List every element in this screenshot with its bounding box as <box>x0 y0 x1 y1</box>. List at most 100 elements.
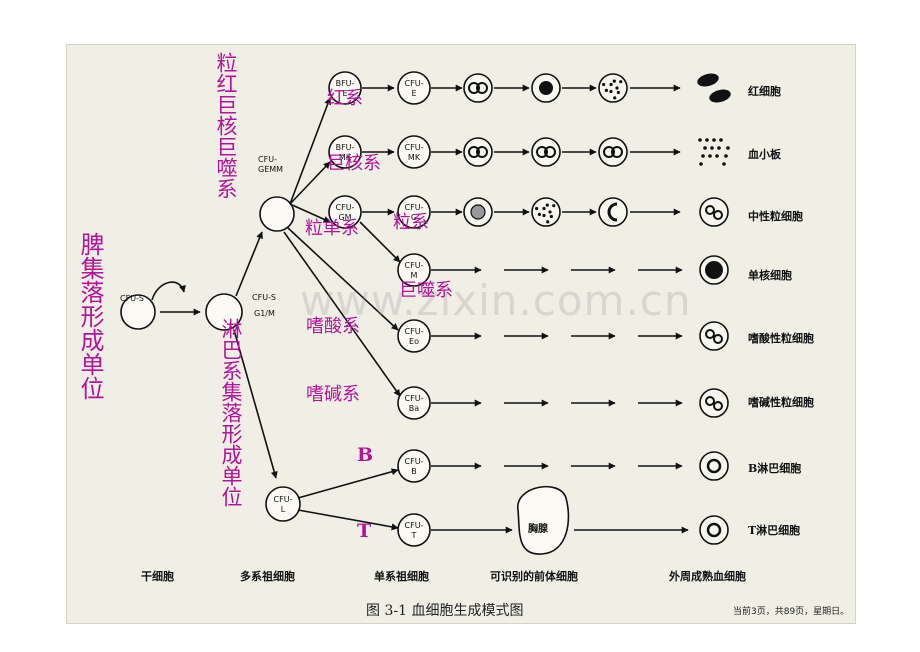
precursor-erythroid-1-lobe <box>476 82 488 94</box>
precursor-granulocyte-3-nucleus <box>607 202 618 222</box>
precursor-megakaryocyte-2-lobe <box>544 146 556 158</box>
stage-multipotent-progenitor: 多系祖细胞 <box>240 570 295 583</box>
mature-platelet <box>698 138 702 142</box>
precursor-granulocyte-2-granule <box>542 213 546 218</box>
precursor-granulocyte-2-granule <box>535 206 539 211</box>
node-b-lymph-progenitor-label: CFU-B <box>405 457 424 476</box>
cell-name-t-lymphocyte: T淋巴细胞 <box>748 524 801 537</box>
precursor-granulocyte-2-granule <box>549 214 553 219</box>
self-renewal-arrow <box>151 281 186 301</box>
node-eosinophil-progenitor <box>397 319 431 353</box>
node-erythroid-burst-label: BFU-E <box>336 79 355 98</box>
node-granulocyte-burst <box>328 195 362 229</box>
precursor-erythroid-3-granule <box>612 79 616 83</box>
node-granulocyte-burst-label: CFU-GM <box>336 203 355 222</box>
mature-platelet <box>710 146 714 150</box>
precursor-granulocyte-2-granule <box>537 212 542 216</box>
mature-b-lymph-nucleus <box>706 458 722 474</box>
arrow-gemm-to-granulocyte <box>289 203 331 223</box>
page-note: 当前3页，共89页，星期日。 <box>733 607 850 617</box>
overlay-t: T <box>357 520 372 542</box>
overlay-eosinophil: 嗜酸系 <box>306 316 360 337</box>
precursor-granulocyte-2-granule <box>548 210 552 214</box>
node-erythroid-burst <box>328 71 362 105</box>
node-cfu-s-1-text: CFU-S <box>120 294 144 303</box>
thymus-label: 胸腺 <box>528 522 549 535</box>
arrow-l-to-t <box>297 509 399 531</box>
watermark-text: www.zixin.com.cn <box>300 276 692 325</box>
precursor-granulocyte-2-granule <box>546 220 550 224</box>
node-granulocyte-progenitor-label: CFU-G <box>405 203 424 222</box>
overlay-erythroid: 红系 <box>327 88 363 109</box>
overlay-basophil: 嗜碱系 <box>306 384 360 405</box>
node-granulocyte-progenitor <box>397 195 431 229</box>
node-basophil-progenitor <box>397 386 431 420</box>
mature-platelet <box>719 138 723 142</box>
arrow-gemm-to-erythroid <box>289 97 332 205</box>
overlay-granulocyte: 粒系 <box>393 212 429 233</box>
node-erythroid-progenitor <box>397 71 431 105</box>
arrow-l-to-b <box>297 468 399 499</box>
node-erythroid-progenitor-label: CFU-E <box>405 79 424 98</box>
node-eosinophil-progenitor-label: CFU-Eo <box>405 327 424 346</box>
overlay-gemm-lineage: 粒红巨核巨噬系 <box>214 52 238 199</box>
precursor-erythroid-3 <box>598 73 628 103</box>
node-t-lymph-progenitor-label: CFU-T <box>405 521 424 540</box>
precursor-megakaryocyte-1-lobe <box>476 146 488 158</box>
stage-unipotent-progenitor: 单系祖细胞 <box>374 570 429 583</box>
precursor-erythroid-3-granule <box>604 88 609 92</box>
mature-platelet <box>712 138 716 142</box>
mature-platelet <box>705 138 709 142</box>
overlay-spleen-colony: 脾集落形成单位 <box>76 232 104 400</box>
cell-name-platelet: 血小板 <box>748 148 781 161</box>
cell-name-eosinophil: 嗜酸性粒细胞 <box>748 332 814 345</box>
node-megakaryocyte-progenitor <box>397 135 431 169</box>
arrow-gemm-to-megakaryocyte <box>289 161 331 205</box>
precursor-granulocyte-2-granule <box>542 206 546 211</box>
node-g1m-text: G1/M <box>254 309 275 318</box>
overlay-b: B <box>357 444 374 466</box>
precursor-erythroid-3-granule <box>613 96 617 100</box>
mature-basophil-lobe <box>705 396 715 406</box>
node-monocyte-progenitor-label: CFU-M <box>405 261 424 280</box>
node-megakaryocyte-progenitor-label: CFU-MK <box>405 143 424 162</box>
node-cfu-l <box>265 486 301 522</box>
cell-name-basophil: 嗜碱性粒细胞 <box>748 396 814 409</box>
mature-platelet <box>722 162 726 166</box>
node-cfu-s-1 <box>120 294 156 330</box>
node-megakaryocyte-burst <box>328 135 362 169</box>
thymus-shape <box>517 485 570 555</box>
precursor-erythroid-2-nucleus <box>539 81 553 95</box>
mature-platelet <box>703 146 707 150</box>
mature-b-lymph <box>699 451 729 481</box>
stage-stem-cell: 干细胞 <box>141 570 174 583</box>
precursor-erythroid-1-lobe <box>468 82 480 94</box>
mature-platelet <box>726 146 730 150</box>
precursor-megakaryocyte-3-lobe <box>611 146 623 158</box>
mature-t-lymph-nucleus <box>706 522 722 538</box>
mature-erythrocyte <box>709 89 731 103</box>
figure-caption: 图 3-1 血细胞生成模式图 <box>366 603 524 619</box>
node-basophil-progenitor-label: CFU-Ba <box>405 394 424 413</box>
arrow-gemm-to-eosinophil <box>287 227 399 331</box>
precursor-erythroid-3-granule <box>602 82 606 87</box>
arrow-to-cfu-gemm <box>235 231 263 297</box>
precursor-granulocyte-2-granule <box>545 203 549 207</box>
precursor-granulocyte-2-granule <box>552 204 556 208</box>
precursor-erythroid-3-granule <box>616 90 620 95</box>
cell-name-b-lymphocyte: B淋巴细胞 <box>748 462 802 475</box>
node-cfu-s-2 <box>205 293 243 331</box>
mature-granulocyte-lobe <box>713 210 723 220</box>
stage-identifiable-precursor: 可识别的前体细胞 <box>490 570 578 583</box>
mature-platelet <box>699 162 703 166</box>
mature-monocyte-nucleus <box>705 261 723 279</box>
precursor-erythroid-3-granule <box>619 80 623 84</box>
stage-mature-cells: 外周成熟血细胞 <box>669 570 746 583</box>
node-cfu-l-label: CFU-L <box>274 495 293 514</box>
overlay-lymphoid-colony: 淋巴系集落形成单位 <box>219 318 243 507</box>
cell-name-monocyte: 单核细胞 <box>748 269 792 282</box>
precursor-erythroid-3-granule <box>615 86 619 90</box>
mature-t-lymph <box>699 515 729 545</box>
precursor-megakaryocyte-1-lobe <box>468 146 480 158</box>
